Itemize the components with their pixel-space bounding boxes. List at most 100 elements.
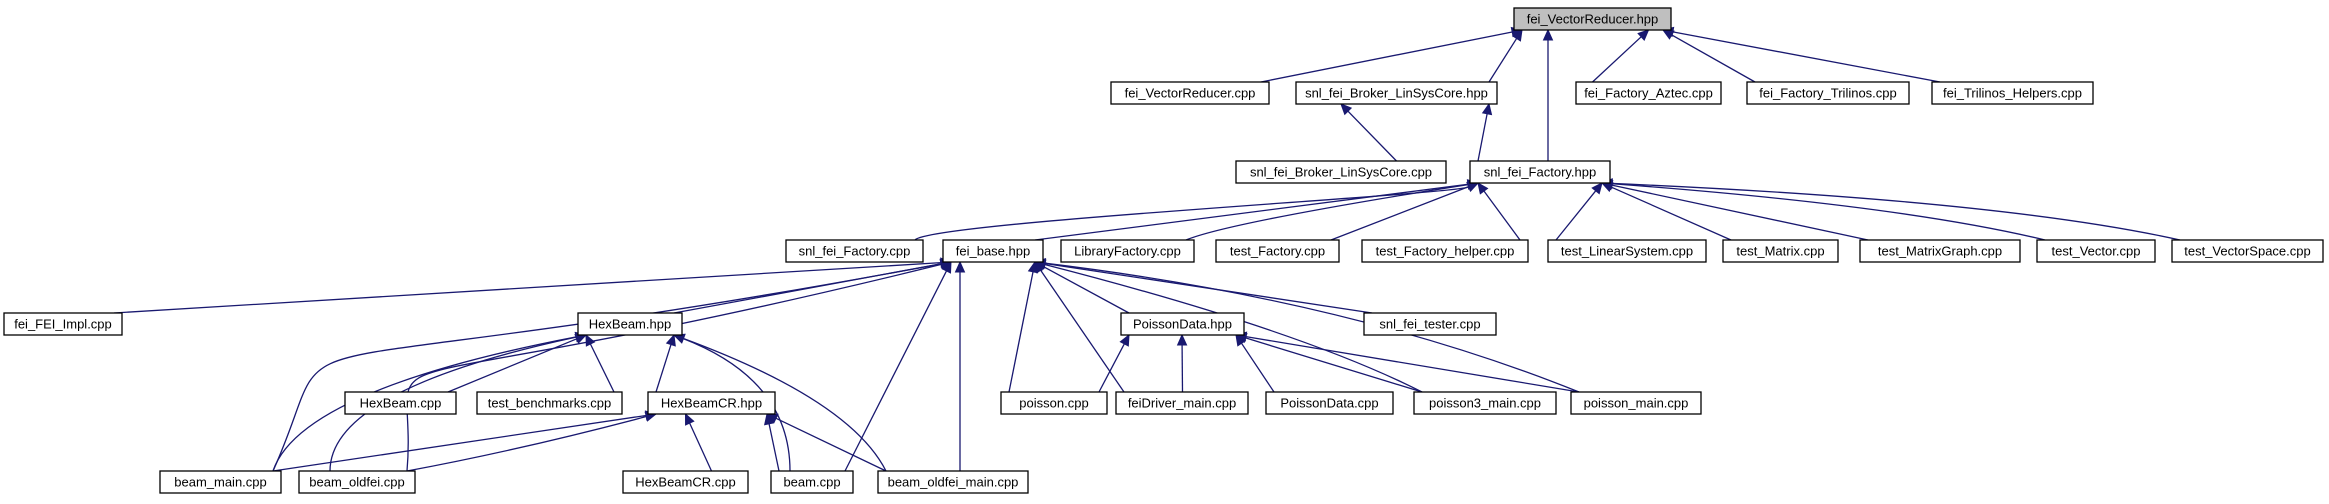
node-box[interactable] xyxy=(159,470,282,494)
node-snl-fei-factory-hpp[interactable]: snl_fei_Factory.hpp xyxy=(1469,160,1611,184)
node-label: poisson.cpp xyxy=(1019,396,1088,411)
node-poisson-cpp[interactable]: poisson.cpp xyxy=(1000,391,1108,415)
edge-hexbeamcr-cpp-to-hexbeamcr-hpp xyxy=(684,412,713,472)
edge-poisson3-main-cpp-to-poissondata-hpp xyxy=(1234,333,1423,393)
node-box[interactable] xyxy=(298,470,416,494)
node-feidriver-main-cpp[interactable]: feiDriver_main.cpp xyxy=(1115,391,1249,415)
node-test-vector-cpp[interactable]: test_Vector.cpp xyxy=(2036,239,2156,263)
edge-line xyxy=(1098,343,1125,393)
node-box[interactable] xyxy=(1547,239,1707,263)
node-test-vectorspace-cpp[interactable]: test_VectorSpace.cpp xyxy=(2171,239,2324,263)
node-box[interactable] xyxy=(577,312,683,336)
edge-beam-oldfei-main-cpp-to-fei-base-hpp xyxy=(954,260,966,471)
node-beam-oldfei-cpp[interactable]: beam_oldfei.cpp xyxy=(298,470,416,494)
node-box[interactable] xyxy=(1110,81,1270,105)
arrowhead-icon xyxy=(1637,29,1650,42)
node-fei-vectorreducer-cpp[interactable]: fei_VectorReducer.cpp xyxy=(1110,81,1270,105)
edge-line xyxy=(1330,186,1469,241)
edge-test-factory-cpp-to-snl-fei-factory-hpp xyxy=(1330,181,1480,241)
node-box[interactable] xyxy=(1931,81,2094,105)
edge-beam-main-cpp-to-fei-base-hpp xyxy=(272,258,953,472)
node-box[interactable] xyxy=(1295,81,1498,105)
node-box[interactable] xyxy=(1361,239,1529,263)
node-box[interactable] xyxy=(1575,81,1722,105)
edge-line xyxy=(1483,190,1521,241)
node-box[interactable] xyxy=(1722,239,1839,263)
node-box[interactable] xyxy=(3,312,123,336)
node-box[interactable] xyxy=(1265,391,1394,415)
node-beam-oldfei-main-cpp[interactable]: beam_oldfei_main.cpp xyxy=(877,470,1029,494)
edge-line xyxy=(589,343,615,393)
node-box[interactable] xyxy=(1000,391,1108,415)
node-box[interactable] xyxy=(1469,160,1611,184)
edge-line xyxy=(689,422,713,472)
node-box[interactable] xyxy=(2171,239,2324,263)
edge-poisson-main-cpp-to-poissondata-hpp xyxy=(1234,331,1580,393)
node-box[interactable] xyxy=(1115,391,1249,415)
node-snl-fei-broker-linsyscore-cpp[interactable]: snl_fei_Broker_LinSysCore.cpp xyxy=(1235,160,1447,184)
node-box[interactable] xyxy=(1570,391,1702,415)
node-fei-trilinos-helpers-cpp[interactable]: fei_Trilinos_Helpers.cpp xyxy=(1931,81,2094,105)
node-box[interactable] xyxy=(1413,391,1557,415)
node-box[interactable] xyxy=(877,470,1029,494)
node-test-benchmarks-cpp[interactable]: test_benchmarks.cpp xyxy=(476,391,623,415)
node-box[interactable] xyxy=(1235,160,1447,184)
node-label: test_Vector.cpp xyxy=(2052,244,2141,259)
node-box[interactable] xyxy=(1513,7,1672,31)
node-label: beam_oldfei.cpp xyxy=(309,475,404,490)
node-hexbeamcr-hpp[interactable]: HexBeamCR.hpp xyxy=(647,391,776,415)
node-hexbeam-hpp[interactable]: HexBeam.hpp xyxy=(577,312,683,336)
node-box[interactable] xyxy=(1363,312,1497,336)
node-label: test_Matrix.cpp xyxy=(1736,244,1824,259)
edge-test-factory-helper-cpp-to-snl-fei-factory-hpp xyxy=(1477,182,1521,241)
node-box[interactable] xyxy=(1215,239,1340,263)
node-test-linearsystem-cpp[interactable]: test_LinearSystem.cpp xyxy=(1547,239,1707,263)
edge-line xyxy=(655,344,672,393)
node-beam-main-cpp[interactable]: beam_main.cpp xyxy=(159,470,282,494)
edge-beam-cpp-to-fei-base-hpp xyxy=(844,260,952,472)
node-libraryfactory-cpp[interactable]: LibraryFactory.cpp xyxy=(1060,239,1195,263)
node-fei-fei-impl-cpp[interactable]: fei_FEI_Impl.cpp xyxy=(3,312,123,336)
edge-beam-cpp-to-hexbeamcr-hpp xyxy=(764,412,780,472)
arrowhead-icon xyxy=(1119,333,1130,347)
node-poisson3-main-cpp[interactable]: poisson3_main.cpp xyxy=(1413,391,1557,415)
node-hexbeamcr-cpp[interactable]: HexBeamCR.cpp xyxy=(622,470,749,494)
node-box[interactable] xyxy=(770,470,854,494)
node-label: fei_Trilinos_Helpers.cpp xyxy=(1943,86,2082,101)
node-box[interactable] xyxy=(942,239,1044,263)
node-box[interactable] xyxy=(622,470,749,494)
node-box[interactable] xyxy=(647,391,776,415)
node-box[interactable] xyxy=(344,391,457,415)
node-snl-fei-tester-cpp[interactable]: snl_fei_tester.cpp xyxy=(1363,312,1497,336)
edge-line xyxy=(1185,183,1469,241)
node-test-matrix-cpp[interactable]: test_Matrix.cpp xyxy=(1722,239,1839,263)
node-poissondata-cpp[interactable]: PoissonData.cpp xyxy=(1265,391,1394,415)
node-box[interactable] xyxy=(785,239,924,263)
edge-poisson-main-cpp-to-fei-base-hpp xyxy=(1033,258,1580,393)
node-box[interactable] xyxy=(476,391,623,415)
edge-line xyxy=(1672,31,1941,83)
node-test-matrixgraph-cpp[interactable]: test_MatrixGraph.cpp xyxy=(1859,239,2021,263)
node-snl-fei-factory-cpp[interactable]: snl_fei_Factory.cpp xyxy=(785,239,924,263)
node-label: snl_fei_Broker_LinSysCore.hpp xyxy=(1305,86,1488,101)
arrowhead-icon xyxy=(665,333,676,347)
node-fei-factory-trilinos-cpp[interactable]: fei_Factory_Trilinos.cpp xyxy=(1746,81,1910,105)
node-fei-vectorreducer-hpp[interactable]: fei_VectorReducer.hpp xyxy=(1513,7,1672,31)
node-poisson-main-cpp[interactable]: poisson_main.cpp xyxy=(1570,391,1702,415)
node-box[interactable] xyxy=(1120,312,1245,336)
node-beam-cpp[interactable]: beam.cpp xyxy=(770,470,854,494)
node-box[interactable] xyxy=(2036,239,2156,263)
edge-line xyxy=(768,423,780,472)
node-snl-fei-broker-linsyscore-hpp[interactable]: snl_fei_Broker_LinSysCore.hpp xyxy=(1295,81,1498,105)
node-hexbeam-cpp[interactable]: HexBeam.cpp xyxy=(344,391,457,415)
node-box[interactable] xyxy=(1060,239,1195,263)
node-test-factory-cpp[interactable]: test_Factory.cpp xyxy=(1215,239,1340,263)
edge-beam-oldfei-cpp-to-hexbeamcr-hpp xyxy=(406,411,658,472)
node-poissondata-hpp[interactable]: PoissonData.hpp xyxy=(1120,312,1245,336)
node-box[interactable] xyxy=(1746,81,1910,105)
node-label: snl_fei_tester.cpp xyxy=(1379,317,1480,332)
node-fei-base-hpp[interactable]: fei_base.hpp xyxy=(942,239,1044,263)
node-box[interactable] xyxy=(1859,239,2021,263)
node-test-factory-helper-cpp[interactable]: test_Factory_helper.cpp xyxy=(1361,239,1529,263)
node-fei-factory-aztec-cpp[interactable]: fei_Factory_Aztec.cpp xyxy=(1575,81,1722,105)
